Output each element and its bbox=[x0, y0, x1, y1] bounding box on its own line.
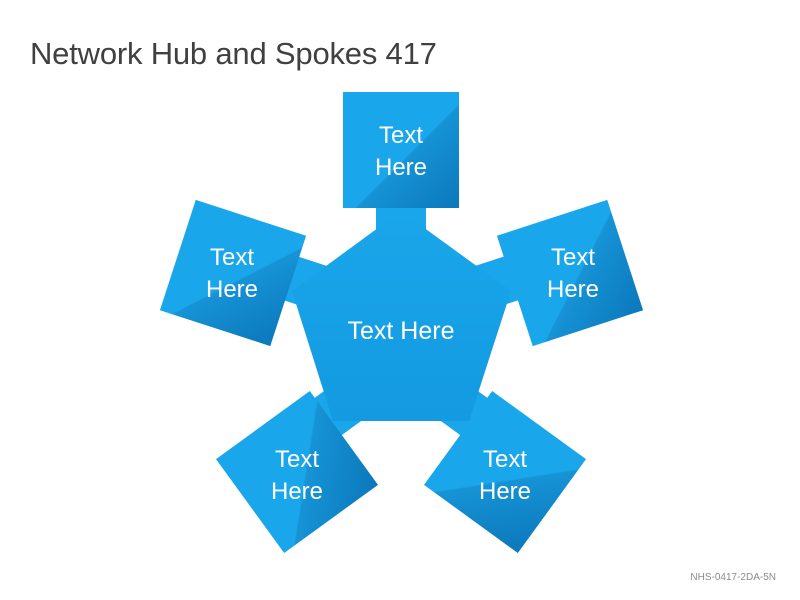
spoke-box-bottom-right bbox=[423, 390, 587, 554]
hub-pentagon bbox=[292, 211, 511, 421]
spoke-label-right-line1: Text bbox=[551, 244, 595, 271]
spoke-label-bottom-left-line2: Here bbox=[271, 478, 323, 505]
footer-code: NHS-0417-2DA-5N bbox=[690, 572, 776, 583]
spoke-label-bottom-left-line1: Text bbox=[275, 446, 319, 473]
spoke-label-top-line2: Here bbox=[375, 154, 427, 181]
spoke-box-bottom-left bbox=[215, 390, 379, 554]
spoke-label-right-line2: Here bbox=[547, 276, 599, 303]
spoke-label-bottom-left: Text Here bbox=[271, 446, 323, 505]
spoke-box-top bbox=[343, 92, 459, 208]
hub-label: Text Here bbox=[348, 317, 455, 345]
spoke-label-top-line1: Text bbox=[379, 122, 423, 149]
spoke-label-top: Text Here bbox=[375, 122, 427, 181]
spoke-box-left bbox=[159, 199, 307, 347]
spoke-box-right bbox=[496, 199, 644, 347]
spoke-label-bottom-right-line2: Here bbox=[479, 478, 531, 505]
spoke-label-left-line2: Here bbox=[206, 276, 258, 303]
spoke-label-right: Text Here bbox=[547, 244, 599, 303]
spoke-label-left: Text Here bbox=[206, 244, 258, 303]
spoke-label-bottom-right-line1: Text bbox=[483, 446, 527, 473]
spoke-label-bottom-right: Text Here bbox=[479, 446, 531, 505]
page-title: Network Hub and Spokes 417 bbox=[30, 36, 437, 71]
spoke-label-left-line1: Text bbox=[210, 244, 254, 271]
